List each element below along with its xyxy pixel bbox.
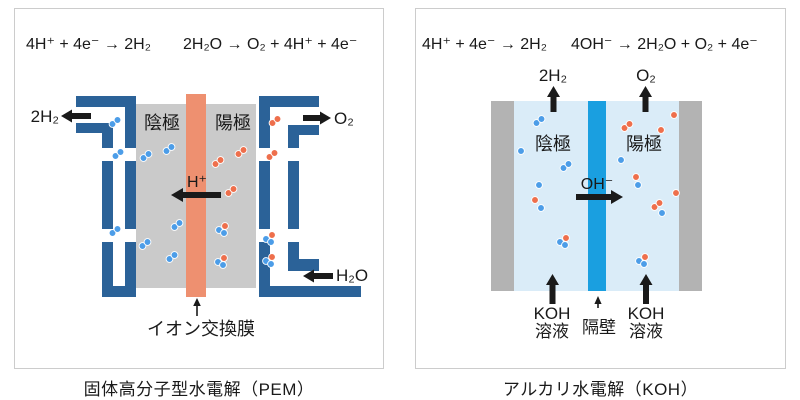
o2-molecule — [234, 146, 248, 158]
o2-molecule — [620, 120, 634, 132]
pem-molecules — [108, 115, 282, 269]
pem-cathode-label: 陰極 — [144, 113, 180, 133]
pipe-segment — [125, 161, 136, 229]
blue-molecule — [535, 181, 543, 189]
pem-panel: 4H⁺ + 4e⁻ → 2H₂ 2H₂O → O₂ + 4H⁺ + 4e⁻ — [14, 8, 384, 369]
h2o-molecule — [556, 234, 570, 249]
h2-molecule — [162, 143, 176, 155]
blue-molecule — [517, 147, 525, 155]
h2-molecule — [108, 116, 122, 128]
pem-diagram: 4H⁺ + 4e⁻ → 2H₂ 2H₂O → O₂ + 4H⁺ + 4e⁻ — [26, 36, 368, 339]
koh-cathode-electrode — [491, 101, 514, 291]
blue-molecule — [537, 204, 545, 212]
h2o-molecule — [215, 222, 229, 237]
o2-molecule — [224, 185, 238, 197]
orange-molecule — [657, 126, 665, 134]
h2o-molecule — [262, 231, 276, 246]
pipe-segment — [125, 96, 136, 148]
proton-flow-arrow — [171, 188, 221, 202]
o2-out-arrow — [639, 86, 652, 112]
h2-molecule — [139, 150, 153, 162]
o2-out-arrow — [303, 111, 331, 125]
pipe-segment — [76, 123, 111, 133]
h2o-molecule — [262, 253, 276, 268]
o2-molecule — [268, 115, 282, 127]
koh-caption: アルカリ水電解（KOH） — [502, 380, 699, 399]
membrane-label: イオン交換膜 — [147, 319, 255, 339]
koh-cathode-equation: 4H⁺ + 4e⁻ → 2H₂ — [422, 36, 547, 53]
pipe-segment — [102, 161, 113, 229]
koh-o2-out-label: O₂ — [636, 66, 656, 85]
koh-ion-label: OH⁻ — [581, 176, 613, 193]
pipe-segment — [259, 286, 361, 297]
pem-anode-label: 陽極 — [215, 113, 251, 133]
water-in-arrow — [303, 269, 333, 283]
koh-diagram: 4H⁺ + 4e⁻ → 2H₂ 4OH⁻ → 2H₂O + O₂ + 4e⁻ 陰… — [422, 36, 758, 341]
blue-molecule — [634, 181, 642, 189]
koh-in-arrow-left — [546, 274, 559, 304]
koh-anode-label: 陽極 — [626, 134, 662, 154]
koh-anode-electrode — [679, 101, 702, 291]
oxygen-pipe — [259, 96, 361, 297]
pem-ion-label: H⁺ — [187, 174, 207, 191]
h2-molecule — [108, 225, 122, 237]
pipe-segment — [259, 96, 319, 107]
pipe-segment — [288, 259, 319, 271]
pem-water-in-label: H₂O — [336, 266, 368, 285]
pipe-segment — [102, 123, 113, 148]
o2-molecule — [265, 149, 279, 161]
pipe-segment — [125, 242, 136, 286]
h2-molecule — [138, 238, 152, 250]
h2-molecule — [165, 251, 179, 263]
pipe-segment — [288, 125, 299, 148]
koh-panel: 4H⁺ + 4e⁻ → 2H₂ 4OH⁻ → 2H₂O + O₂ + 4e⁻ 陰… — [415, 8, 786, 369]
pipe-segment — [259, 161, 270, 229]
koh-cathode-label: 陰極 — [535, 134, 571, 154]
hydrogen-pipe — [76, 96, 136, 297]
pipe-segment — [288, 125, 319, 135]
koh-molecules — [517, 111, 680, 268]
o2-molecule — [650, 199, 664, 211]
koh-h2-out-label: 2H₂ — [539, 66, 567, 85]
membrane-pointer-head — [193, 298, 201, 306]
pem-anode-equation: 2H₂O → O₂ + 4H⁺ + 4e⁻ — [183, 36, 357, 53]
h2-molecule — [559, 160, 573, 172]
pipe-segment — [102, 286, 136, 297]
pem-cathode-equation: 4H⁺ + 4e⁻ → 2H₂ — [26, 36, 151, 53]
pipe-segment — [76, 96, 136, 107]
blue-molecule — [617, 156, 625, 164]
pem-h2-out-label: 2H₂ — [31, 107, 59, 126]
orange-molecule — [531, 196, 539, 204]
pem-caption: 固体高分子型水電解（PEM） — [83, 380, 315, 399]
blue-molecule — [658, 209, 666, 217]
pipe-segment — [102, 242, 113, 297]
h2-molecule — [170, 219, 184, 231]
koh-in-arrow-right — [639, 274, 653, 304]
koh-solution-label-left-2: 溶液 — [535, 322, 569, 341]
h2-out-arrow — [547, 86, 560, 112]
koh-solution-left — [514, 101, 588, 291]
o2-molecule — [211, 156, 225, 168]
h2-molecule — [111, 148, 125, 160]
separator-label: 隔壁 — [582, 318, 616, 337]
h2-out-arrow — [61, 109, 91, 123]
koh-solution-label-right-2: 溶液 — [629, 322, 663, 341]
pipe-segment — [288, 161, 299, 229]
koh-solution-label-right-1: KOH — [628, 304, 665, 323]
h2o-molecule — [214, 254, 228, 269]
pipe-segment — [259, 96, 270, 148]
orange-molecule — [632, 173, 640, 181]
orange-molecule — [672, 189, 680, 197]
separator-pointer-head — [594, 296, 602, 304]
h2o-molecule — [635, 253, 649, 268]
pipe-segment — [288, 242, 299, 259]
orange-molecule — [670, 111, 678, 119]
koh-anode-equation: 4OH⁻ → 2H₂O + O₂ + 4e⁻ — [571, 36, 758, 53]
pem-o2-out-label: O₂ — [334, 109, 354, 128]
koh-solution-label-left-1: KOH — [534, 304, 571, 323]
h2-molecule — [532, 115, 546, 127]
hydroxide-flow-arrow — [576, 190, 623, 204]
